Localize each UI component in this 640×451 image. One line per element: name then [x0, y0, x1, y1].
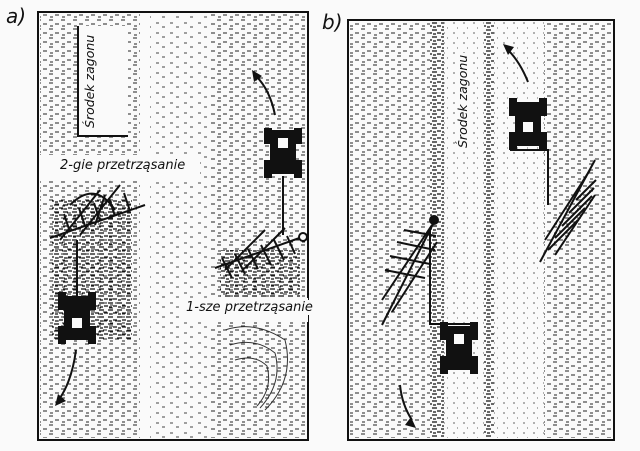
hay-tedder-icon	[381, 215, 439, 326]
panel-b-label: b)	[322, 10, 343, 34]
tractor-icon	[264, 128, 302, 178]
second-pass-label: 2-gie przetrząsanie	[58, 158, 188, 173]
panel-a	[37, 11, 309, 441]
field-center-label: Środek zagonu	[82, 34, 97, 128]
tractor-icon	[58, 292, 96, 344]
panel-b	[347, 19, 615, 441]
direction-arrow-icon	[252, 70, 276, 116]
tractor-icon	[509, 98, 547, 150]
tractor-icon	[440, 322, 478, 374]
panel-a-label: a)	[6, 4, 27, 28]
direction-arrow-icon	[503, 44, 529, 83]
direction-arrow-icon	[399, 384, 416, 428]
direction-arrow-icon	[55, 349, 77, 406]
hay-tedder-icon	[539, 159, 597, 263]
field-center-label: Środek zagonu	[455, 52, 470, 150]
first-pass-label: 1-sze przetrząsanie	[184, 300, 315, 315]
hay-tedder-icon	[214, 227, 308, 279]
hay-tedder-icon	[49, 184, 146, 241]
